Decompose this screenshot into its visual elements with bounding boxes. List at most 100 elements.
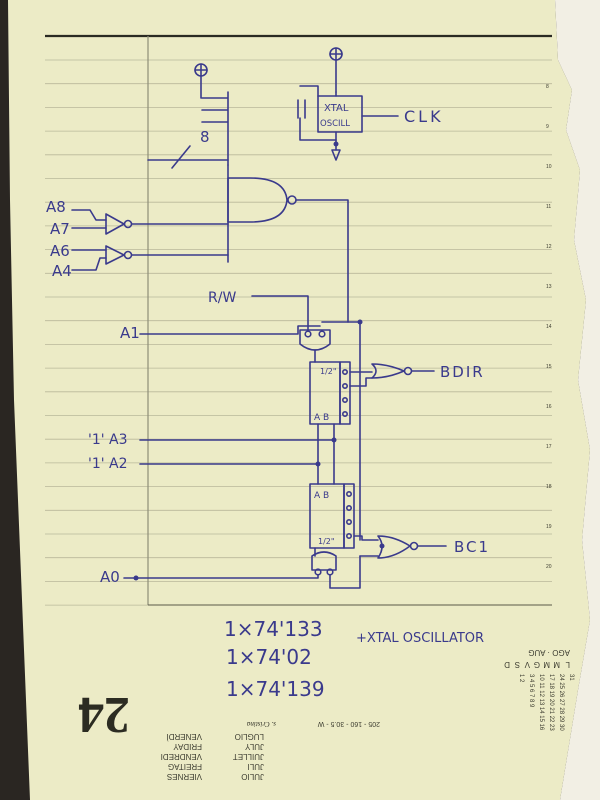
label-a4: A4 bbox=[52, 262, 72, 280]
hour-mark: 13 bbox=[546, 284, 552, 290]
label-a1: A1 bbox=[120, 324, 140, 342]
enable-wire bbox=[321, 321, 361, 541]
weekday-letter: D bbox=[504, 660, 510, 669]
label-a7: A7 bbox=[50, 220, 70, 238]
brand: s. Cristina bbox=[246, 720, 276, 728]
calendar-row: 24 25 26 27 28 29 30 bbox=[558, 674, 564, 731]
decoupling-cap bbox=[297, 99, 337, 141]
label-rw: R/W bbox=[208, 290, 236, 306]
label-bc1: BC1 bbox=[454, 538, 490, 556]
decoder-top-to-nor bbox=[349, 371, 373, 387]
month-de: JULI bbox=[248, 762, 264, 771]
month-header: AGO · AUG bbox=[528, 648, 570, 657]
and-gate-top bbox=[299, 329, 331, 351]
day-fr: VENDREDI bbox=[161, 752, 202, 761]
month-fr: JUILLET bbox=[233, 752, 264, 761]
notebook-page bbox=[8, 0, 590, 800]
month-es: JULIO bbox=[241, 772, 264, 781]
part-extra: +XTAL OSCILLATOR bbox=[356, 631, 484, 646]
ground-junction bbox=[333, 141, 339, 147]
decoder-bottom-pins bbox=[345, 490, 352, 539]
nand-output-wire bbox=[295, 199, 349, 323]
hour-mark: 18 bbox=[546, 484, 552, 490]
hour-mark: 10 bbox=[546, 164, 552, 170]
hour-mark: 12 bbox=[546, 244, 552, 250]
label-xtal: XTAL bbox=[324, 103, 349, 114]
bus-width-label: 8 bbox=[200, 128, 210, 146]
hour-mark: 17 bbox=[546, 444, 552, 450]
hour-mark: 11 bbox=[546, 204, 551, 210]
label-ab-top: A B bbox=[314, 413, 329, 423]
hour-mark: 20 bbox=[546, 564, 552, 570]
calendar-row: 31 bbox=[568, 674, 574, 681]
ground-symbol bbox=[331, 149, 341, 161]
vcc-wire-osc bbox=[329, 47, 343, 93]
a0-wire bbox=[123, 574, 319, 579]
hour-mark: 16 bbox=[546, 404, 552, 410]
label-a0: A0 bbox=[100, 568, 120, 586]
nor-gate-bdir bbox=[371, 363, 405, 379]
a4-wire bbox=[71, 257, 107, 271]
calendar-row: 10 11 12 13 14 15 16 bbox=[538, 674, 544, 731]
schematic: 8 A8 A7 A6 A4 XTAL OSCILL CLK bbox=[46, 47, 490, 589]
label-a6: A6 bbox=[50, 242, 70, 260]
label-a2: '1' A2 bbox=[88, 456, 128, 472]
inverter-a bbox=[105, 213, 125, 235]
hour-mark: 14 bbox=[546, 324, 552, 330]
and-gate-bottom bbox=[311, 551, 337, 571]
weekday-letter: L bbox=[565, 660, 570, 669]
junction-a0 bbox=[133, 575, 139, 581]
label-a3: '1' A3 bbox=[88, 432, 128, 448]
oscillator-box bbox=[317, 95, 363, 133]
calendar-row: 17 18 19 20 21 22 23 bbox=[548, 674, 554, 731]
weekday-letter: V bbox=[524, 660, 530, 669]
weekday-letter: M bbox=[543, 660, 550, 669]
torn-edge bbox=[555, 0, 600, 800]
a1-wire bbox=[139, 325, 321, 335]
mini-calendar: 31 24 25 26 27 28 29 30 17 18 19 20 21 22 … bbox=[518, 674, 574, 731]
diary-footer: 24 VENERDÌ FRIDAY VENDREDI FREITAG VIERN… bbox=[78, 648, 574, 781]
label-ab-bottom: A B bbox=[314, 491, 329, 501]
a8-wire bbox=[71, 209, 107, 221]
hour-mark: 8 bbox=[546, 84, 549, 90]
label-oscill: OSCILL bbox=[320, 119, 350, 129]
decoder-bottom-outputs bbox=[343, 483, 355, 549]
weekday-letter: G bbox=[534, 660, 540, 669]
part-line-3: 1×74'139 bbox=[226, 677, 325, 701]
junction-bc1 bbox=[379, 543, 385, 549]
bus-entry bbox=[201, 91, 229, 166]
and-top-bubble-2 bbox=[318, 330, 326, 338]
label-half-top: 1/2" bbox=[320, 367, 337, 376]
and-top-bubble-1 bbox=[304, 330, 312, 338]
weekday-letter: S bbox=[515, 660, 520, 669]
rw-wire bbox=[251, 295, 309, 331]
label-half-bottom: 1/2" bbox=[318, 537, 335, 546]
hour-mark: 9 bbox=[546, 124, 549, 130]
decoder-top-outputs bbox=[339, 361, 351, 425]
day-en: FRIDAY bbox=[173, 742, 202, 751]
decoder-top-pins bbox=[341, 368, 348, 417]
and-bottom-feedback bbox=[329, 555, 361, 589]
inverter-b bbox=[105, 245, 125, 265]
day-es: VIERNES bbox=[167, 772, 202, 781]
part-line-2: 1×74'02 bbox=[226, 645, 312, 669]
part-line-1: 1×74'133 bbox=[224, 617, 323, 641]
footer-code: 205 - 160 - 30.5 - W bbox=[317, 720, 380, 727]
vcc-wire-left bbox=[194, 63, 208, 99]
parts-list: 1×74'133 1×74'02 1×74'139 +XTAL OSCILLAT… bbox=[224, 617, 484, 701]
address-to-bottom-decoder bbox=[317, 439, 335, 485]
weekday-letter: M bbox=[553, 660, 560, 669]
hour-mark: 15 bbox=[546, 364, 552, 370]
month-en: JULY bbox=[244, 742, 264, 751]
month-it: LUGLIO bbox=[235, 732, 264, 741]
calendar-row: 1 2 bbox=[518, 674, 524, 683]
label-clk: CLK bbox=[404, 107, 444, 126]
day-number: 24 bbox=[78, 686, 130, 743]
calendar-row: 3 4 5 6 7 8 9 bbox=[528, 674, 534, 708]
bus-line bbox=[147, 145, 229, 169]
day-de: FREITAG bbox=[168, 762, 202, 771]
